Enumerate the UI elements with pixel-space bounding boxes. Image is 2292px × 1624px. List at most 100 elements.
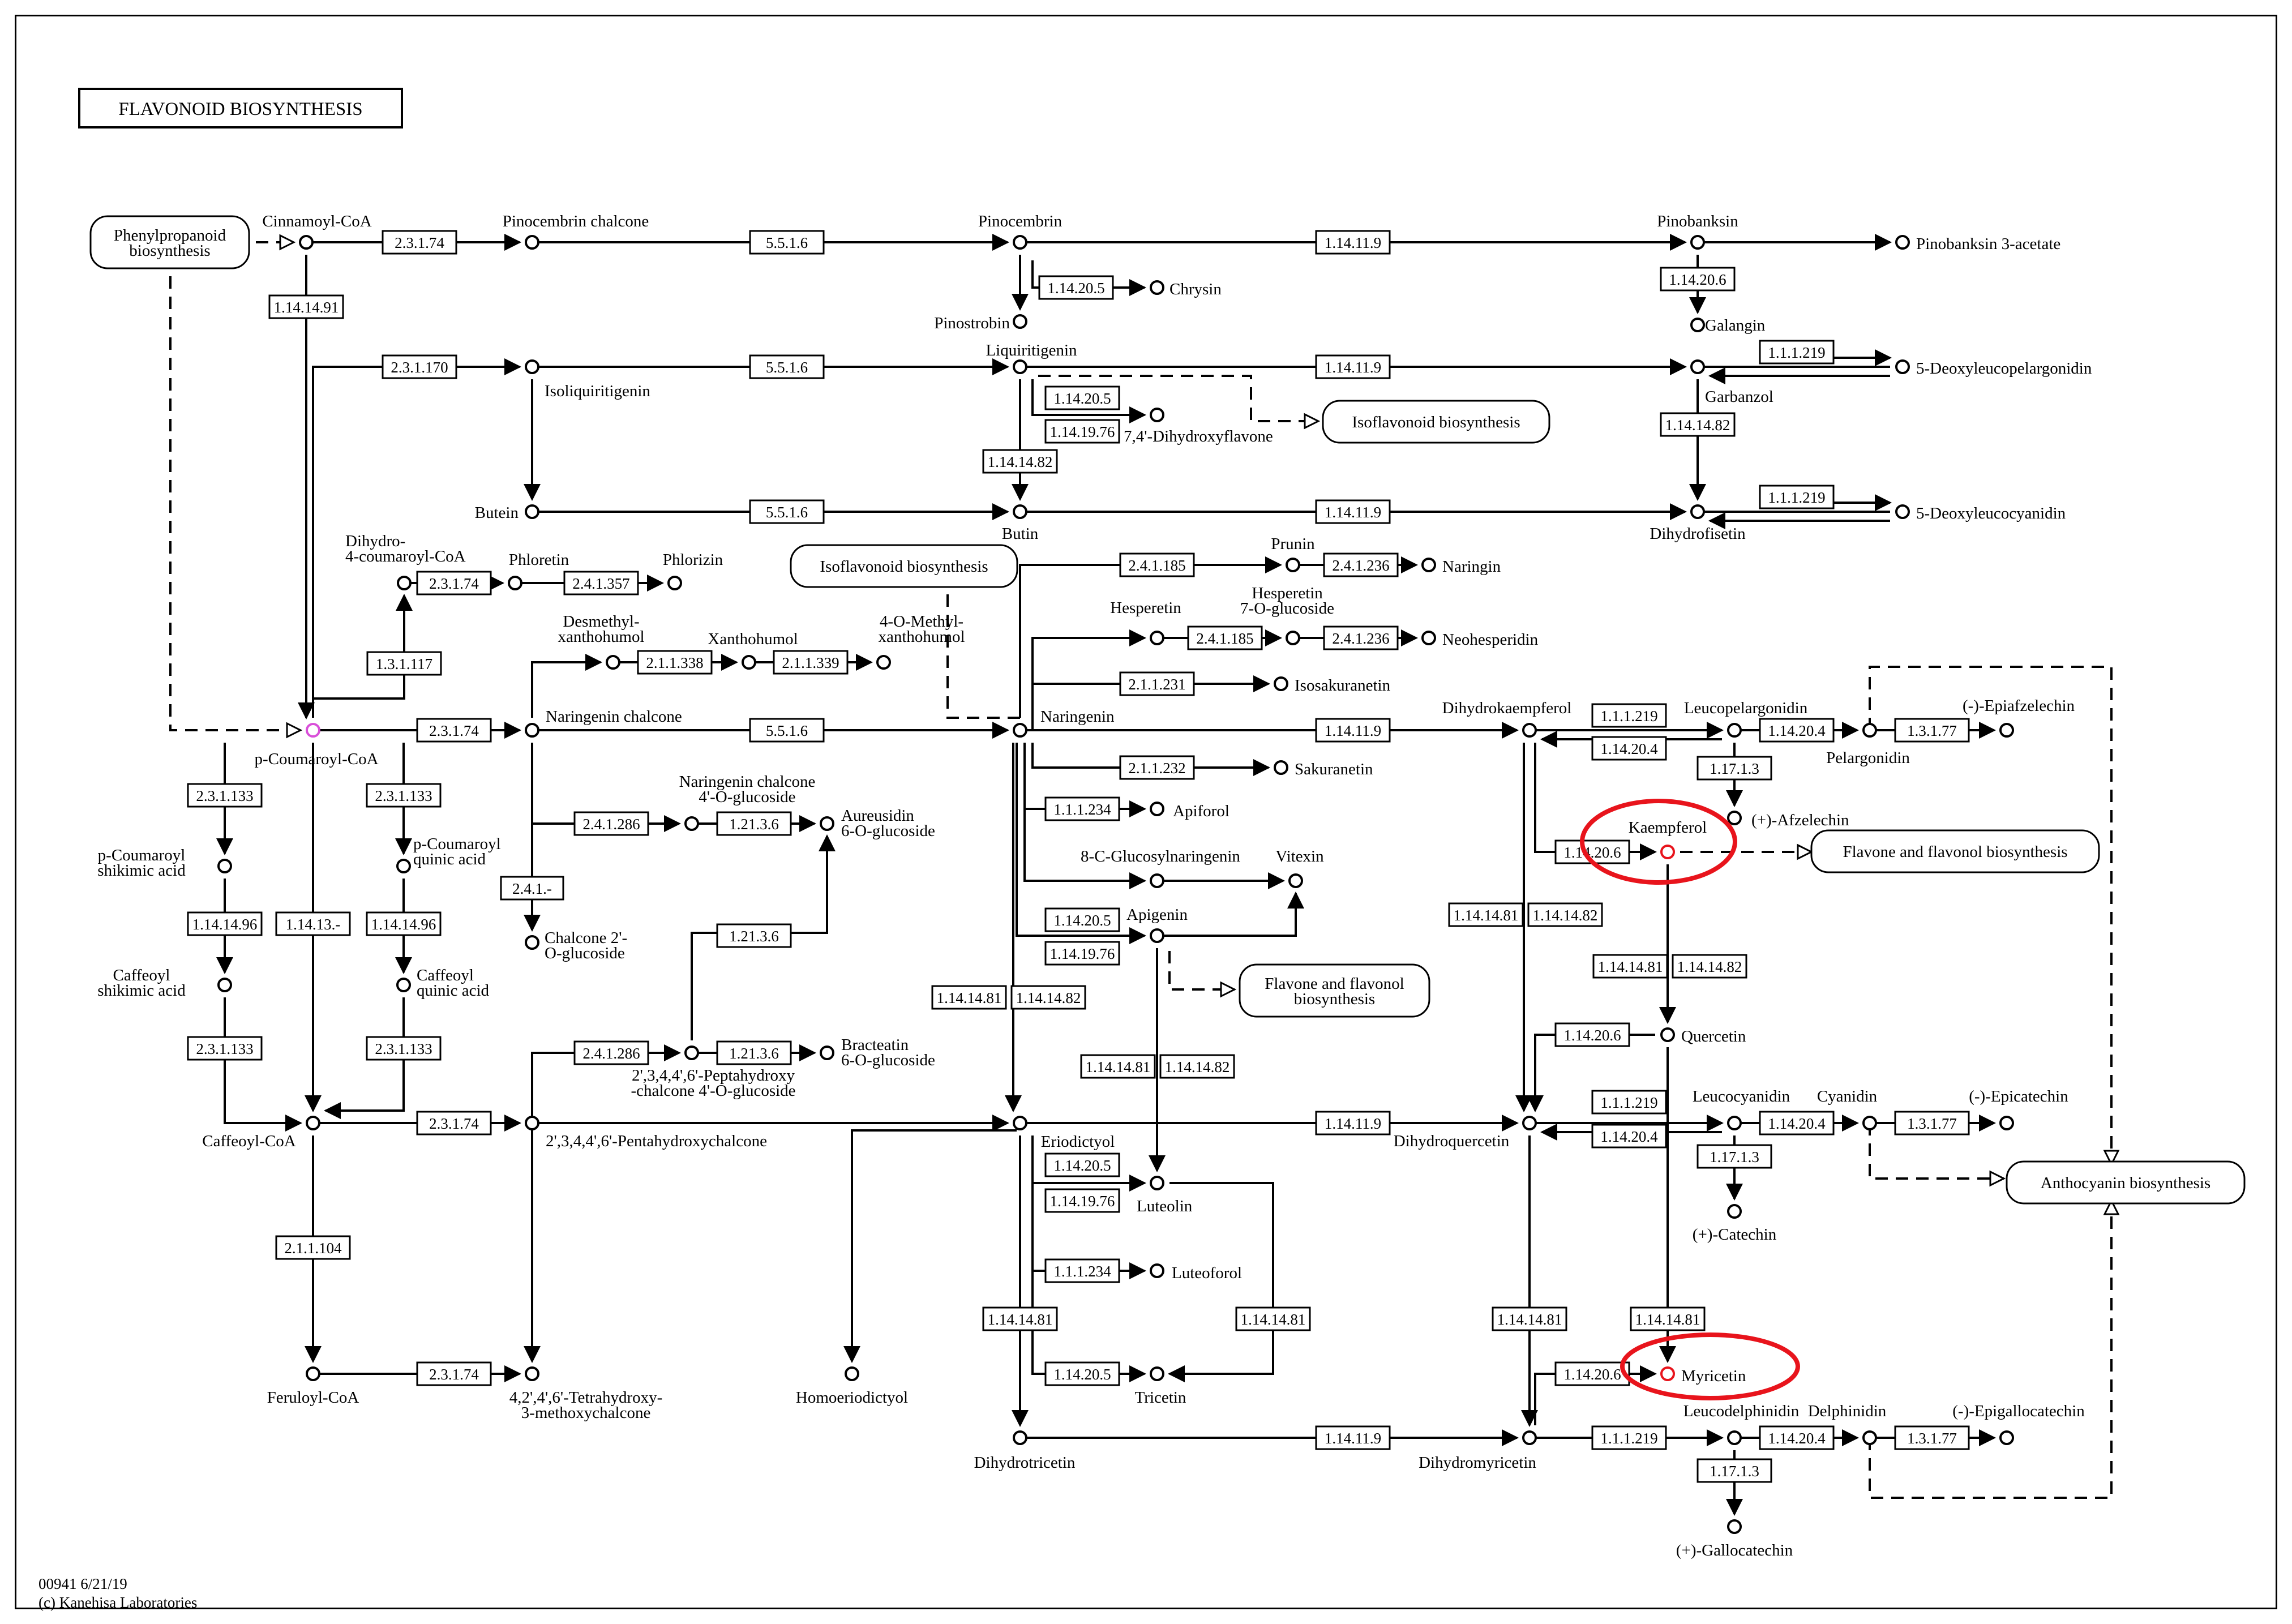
enzyme-box[interactable]: 1.14.19.76 [1044, 1188, 1120, 1213]
enzyme-box[interactable]: 1.14.20.4 [1759, 1425, 1835, 1450]
compound-node-cinn[interactable] [299, 235, 314, 250]
compound-node-pentach[interactable] [525, 1116, 539, 1130]
compound-node-epicat[interactable] [1999, 1116, 2014, 1130]
compound-node-methxan[interactable] [876, 655, 891, 670]
compound-node-glucnar[interactable] [1150, 873, 1164, 888]
enzyme-box[interactable]: 2.4.1.236 [1323, 552, 1399, 577]
compound-node-aureus[interactable] [820, 816, 834, 831]
enzyme-box[interactable]: 1.14.14.81 [1235, 1306, 1311, 1331]
enzyme-box[interactable]: 2.4.1.- [500, 876, 564, 901]
enzyme-box[interactable]: 2.3.1.133 [366, 1036, 442, 1061]
compound-node-dhq[interactable] [1522, 1116, 1537, 1130]
compound-node-pinob[interactable] [1690, 235, 1705, 250]
enzyme-box[interactable]: 1.14.19.76 [1044, 941, 1120, 966]
compound-node-ferul[interactable] [306, 1366, 320, 1381]
compound-node-deoxyp[interactable] [1895, 359, 1910, 374]
compound-node-gallo[interactable] [1727, 1519, 1742, 1534]
enzyme-box[interactable]: 1.14.14.81 [931, 985, 1007, 1010]
compound-node-leucoc[interactable] [1727, 1116, 1742, 1130]
enzyme-box[interactable]: 1.14.19.76 [1044, 419, 1120, 444]
compound-node-butein[interactable] [525, 504, 539, 519]
compound-node-desmeth[interactable] [606, 655, 620, 670]
enzyme-box[interactable]: 1.14.13.- [275, 911, 351, 936]
enzyme-box[interactable]: 2.4.1.286 [573, 811, 649, 836]
enzyme-box[interactable]: 2.3.1.74 [416, 718, 492, 743]
enzyme-box[interactable]: 1.14.14.82 [1672, 954, 1747, 979]
pathway-link-flavone_2[interactable]: Flavone and flavonol biosynthesis [1810, 829, 2100, 873]
enzyme-box[interactable]: 1.14.14.96 [366, 911, 442, 936]
enzyme-box[interactable]: 1.14.14.82 [1159, 1054, 1235, 1079]
compound-node-garb[interactable] [1690, 359, 1705, 374]
enzyme-box[interactable]: 1.14.11.9 [1315, 354, 1391, 379]
compound-node-homoer[interactable] [845, 1366, 859, 1381]
compound-node-bract[interactable] [820, 1045, 834, 1060]
enzyme-box[interactable]: 1.14.20.5 [1044, 1152, 1120, 1177]
enzyme-box[interactable]: 1.1.1.234 [1044, 1258, 1120, 1283]
pathway-link-isoflavonoid_2[interactable]: Isoflavonoid biosynthesis [790, 544, 1018, 588]
enzyme-box[interactable]: 1.1.1.234 [1044, 796, 1120, 821]
enzyme-box[interactable]: 2.1.1.338 [637, 650, 713, 675]
compound-node-pinoc[interactable] [1013, 235, 1027, 250]
compound-node-pcshik[interactable] [217, 859, 232, 873]
enzyme-box[interactable]: 1.3.1.77 [1894, 1111, 1970, 1135]
enzyme-box[interactable]: 2.3.1.170 [382, 354, 457, 379]
compound-node-chalcglu[interactable] [525, 935, 539, 950]
compound-node-pepta[interactable] [684, 1045, 699, 1060]
enzyme-box[interactable]: 1.14.20.6 [1554, 1022, 1630, 1047]
compound-node-pinost[interactable] [1013, 314, 1027, 329]
compound-node-querc[interactable] [1660, 1027, 1675, 1042]
compound-node-xantho[interactable] [742, 655, 756, 670]
compound-node-cyan[interactable] [1862, 1116, 1877, 1130]
compound-node-apif[interactable] [1150, 802, 1164, 816]
compound-node-prunin[interactable] [1286, 558, 1300, 572]
enzyme-box[interactable]: 1.17.1.3 [1696, 756, 1772, 781]
compound-node-phloretin[interactable] [508, 576, 522, 590]
compound-node-sakur[interactable] [1274, 760, 1288, 775]
enzyme-box[interactable]: 1.14.14.82 [982, 449, 1058, 474]
compound-node-afz[interactable] [1727, 811, 1742, 825]
compound-node-vitexin[interactable] [1288, 873, 1303, 888]
compound-node-dhcoa[interactable] [397, 576, 412, 590]
enzyme-box[interactable]: 1.21.3.6 [716, 1040, 792, 1065]
enzyme-box[interactable]: 2.4.1.286 [573, 1040, 649, 1065]
enzyme-box[interactable]: 2.3.1.133 [187, 783, 263, 808]
enzyme-box[interactable]: 2.4.1.357 [563, 571, 639, 595]
compound-node-tricet[interactable] [1150, 1366, 1164, 1381]
enzyme-box[interactable]: 5.5.1.6 [749, 718, 825, 743]
compound-node-dhtric[interactable] [1013, 1430, 1027, 1445]
enzyme-box[interactable]: 1.14.20.6 [1554, 1361, 1630, 1386]
enzyme-box[interactable]: 1.14.14.81 [1630, 1306, 1706, 1331]
compound-node-galang[interactable] [1690, 318, 1705, 332]
compound-node-dhk[interactable] [1522, 723, 1537, 738]
compound-node-dihydrofis[interactable] [1690, 504, 1705, 519]
enzyme-box[interactable]: 2.4.1.185 [1187, 625, 1263, 650]
enzyme-box[interactable]: 1.3.1.117 [366, 651, 442, 676]
enzyme-box[interactable]: 5.5.1.6 [749, 230, 825, 255]
enzyme-box[interactable]: 2.3.1.74 [382, 230, 457, 255]
compound-node-chrys[interactable] [1150, 280, 1164, 295]
compound-node-myric[interactable] [1660, 1366, 1675, 1381]
compound-node-pinoac[interactable] [1895, 235, 1910, 250]
enzyme-box[interactable]: 1.17.1.3 [1696, 1144, 1772, 1169]
compound-node-liq[interactable] [1013, 359, 1027, 374]
enzyme-box[interactable]: 1.14.14.91 [268, 294, 344, 319]
compound-node-leucop[interactable] [1727, 723, 1742, 738]
compound-node-pinoch[interactable] [525, 235, 539, 250]
enzyme-box[interactable]: 2.1.1.339 [773, 650, 849, 675]
enzyme-box[interactable]: 1.14.20.4 [1759, 1111, 1835, 1135]
enzyme-box[interactable]: 1.14.20.4 [1759, 718, 1835, 743]
compound-node-isoliq[interactable] [525, 359, 539, 374]
enzyme-box[interactable]: 1.14.14.81 [1448, 902, 1524, 927]
enzyme-box[interactable]: 1.14.14.96 [187, 911, 263, 936]
compound-node-pelarg[interactable] [1862, 723, 1877, 738]
compound-node-apig[interactable] [1150, 928, 1164, 943]
enzyme-box[interactable]: 2.4.1.185 [1119, 552, 1195, 577]
enzyme-box[interactable]: 1.14.20.4 [1591, 736, 1667, 761]
enzyme-box[interactable]: 2.4.1.236 [1323, 625, 1399, 650]
enzyme-box[interactable]: 2.3.1.133 [366, 783, 442, 808]
compound-node-pcoa[interactable] [306, 723, 320, 738]
compound-node-deoxyc[interactable] [1895, 504, 1910, 519]
compound-node-nar[interactable] [1013, 723, 1027, 738]
enzyme-box[interactable]: 1.14.11.9 [1315, 1111, 1391, 1135]
